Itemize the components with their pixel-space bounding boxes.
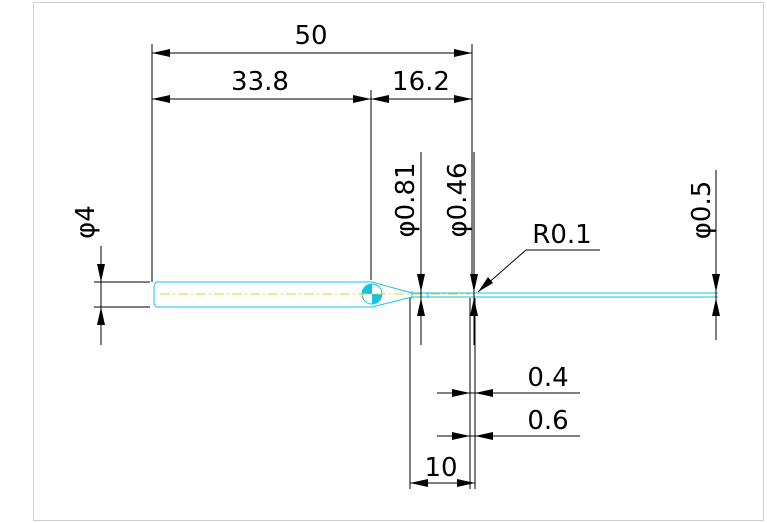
- dim-shank-length-label: 33.8: [231, 67, 289, 97]
- dim-neck-length-label: 10: [424, 453, 457, 483]
- dim-tip-diameter: φ0.46: [443, 152, 478, 345]
- tool-outline: [153, 281, 718, 308]
- dim-corner-radius-label: R0.1: [532, 220, 591, 250]
- dim-overall-length-label: 50: [294, 21, 327, 51]
- dim-tip-length-label: 16.2: [392, 67, 450, 97]
- dim-offset-a-label: 0.4: [527, 363, 568, 393]
- dim-wire-diameter-label: φ0.5: [687, 181, 717, 240]
- dim-tip-diameter-label: φ0.46: [443, 162, 473, 237]
- dim-corner-radius: R0.1: [477, 220, 600, 293]
- dim-offset-b-label: 0.6: [527, 406, 568, 436]
- dim-tip-length: 16.2: [371, 67, 472, 103]
- dim-neck-length: 10: [410, 453, 475, 487]
- dim-neck-diameter: φ0.81: [391, 152, 425, 345]
- dim-offset-a: 0.4: [437, 363, 580, 397]
- dim-shank-length: 33.8: [152, 67, 372, 280]
- dim-offset-b: 0.6: [437, 406, 580, 440]
- dim-neck-diameter-label: φ0.81: [391, 162, 421, 237]
- dim-shank-diameter-label: φ4: [71, 205, 101, 239]
- dim-overall-length: 50: [151, 21, 473, 282]
- dim-shank-diameter: φ4: [71, 205, 150, 345]
- neck-detail-quadrant: [362, 284, 382, 304]
- drawing-border: [33, 2, 764, 521]
- dim-wire-diameter: φ0.5: [687, 170, 720, 340]
